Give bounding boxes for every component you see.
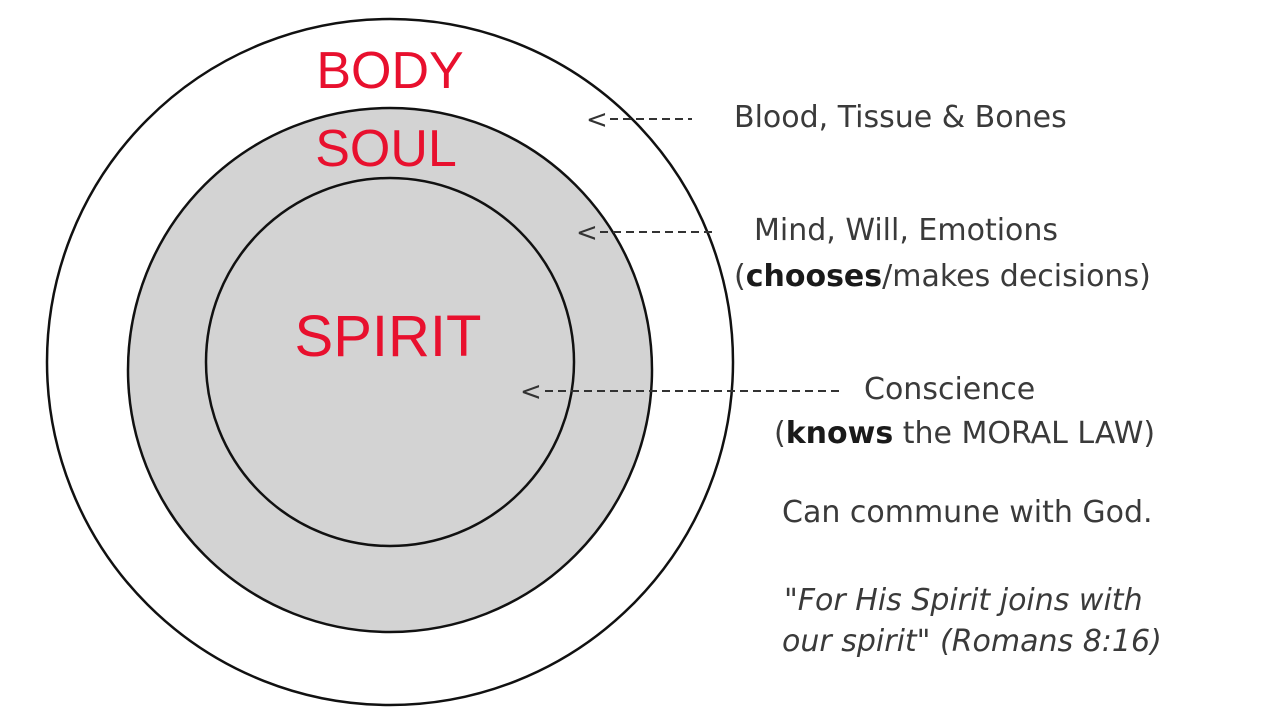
spirit-paren-open: ( [774,416,786,451]
verse-line1-text: "For His Spirit joins with [784,583,1143,618]
body-arrowhead: < [586,105,608,135]
spirit-description-line2: (knows the MORAL LAW) [774,419,1155,449]
spirit-description-line1: Conscience [864,372,1036,407]
soul-arrowhead: < [576,218,598,248]
spirit-keyword-knows: knows [785,416,894,451]
verse-line2-text: our spirit" (Romans 8:16) [782,624,1162,659]
commune-statement: Can commune with God. [782,495,1153,530]
soul-keyword-chooses: chooses [745,259,883,294]
verse-line1: "For His Spirit joins with [784,586,1143,616]
verse-line2: our spirit" (Romans 8:16) [782,627,1162,657]
soul-description-rest: /makes decisions) [882,259,1151,294]
body-description: Blood, Tissue & Bones [734,100,1067,135]
spirit-circle [204,176,576,548]
spirit-arrow: < [520,377,843,407]
body-arrow: < [586,105,692,135]
spirit-label: SPIRIT [295,304,482,369]
soul-paren-open: ( [734,259,746,294]
soul-arrow: < [576,218,712,248]
soul-description-line1: Mind, Will, Emotions [754,213,1059,248]
spirit-description-rest: the MORAL LAW) [893,416,1156,451]
soul-description-line2: (chooses/makes decisions) [734,262,1151,292]
soul-label: SOUL [315,120,457,178]
body-label: BODY [316,42,463,100]
spirit-arrowhead: < [520,377,542,407]
